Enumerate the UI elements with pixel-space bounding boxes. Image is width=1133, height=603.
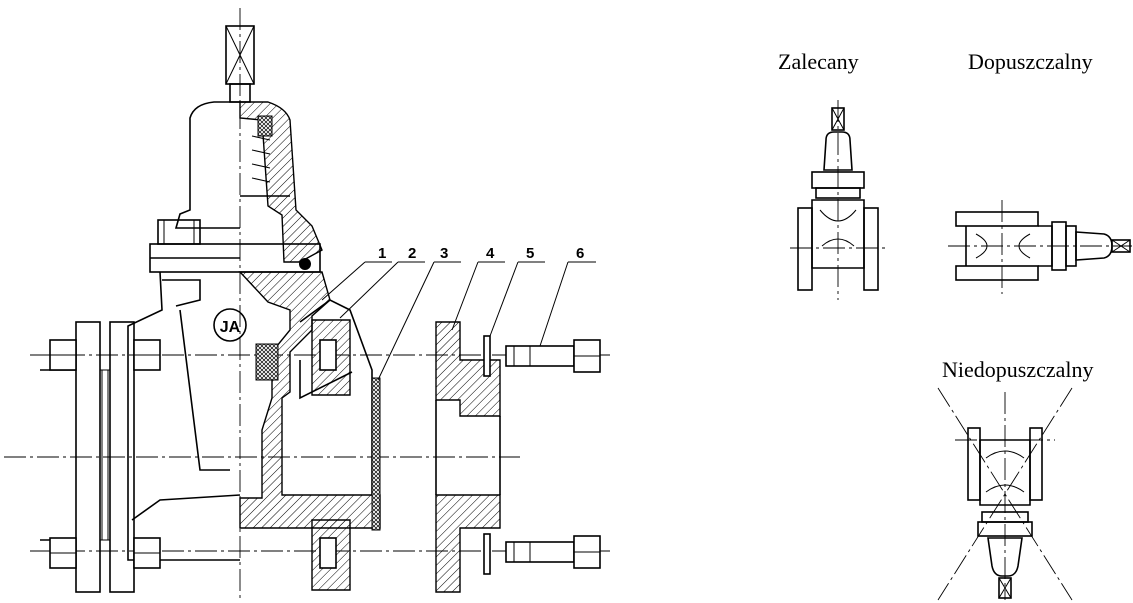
bolt-top (505, 339, 601, 373)
valve-not-allowed-icon (937, 387, 1073, 601)
logo-text: JA (220, 319, 241, 336)
left-flange-pair (40, 321, 161, 593)
main-valve-drawing: JA (4, 8, 610, 598)
part-number-5: 5 (526, 245, 534, 262)
stem-cap (225, 25, 255, 103)
part-number-3: 3 (440, 245, 448, 262)
part-number-1: 1 (378, 245, 386, 262)
part-number-2: 2 (408, 245, 416, 262)
label-recommended: Zalecany (778, 49, 859, 74)
bolt-bottom (505, 535, 601, 569)
valve-recommended-icon (790, 100, 886, 300)
valve-allowed-icon (948, 200, 1132, 294)
label-allowed: Dopuszczalny (968, 49, 1093, 74)
label-not-allowed: Niedopuszczalny (942, 357, 1094, 382)
part-callouts: 1 2 3 4 5 6 (321, 245, 596, 381)
manufacturer-logo: JA (213, 308, 247, 342)
part-number-4: 4 (486, 245, 495, 262)
part-number-6: 6 (576, 245, 584, 262)
